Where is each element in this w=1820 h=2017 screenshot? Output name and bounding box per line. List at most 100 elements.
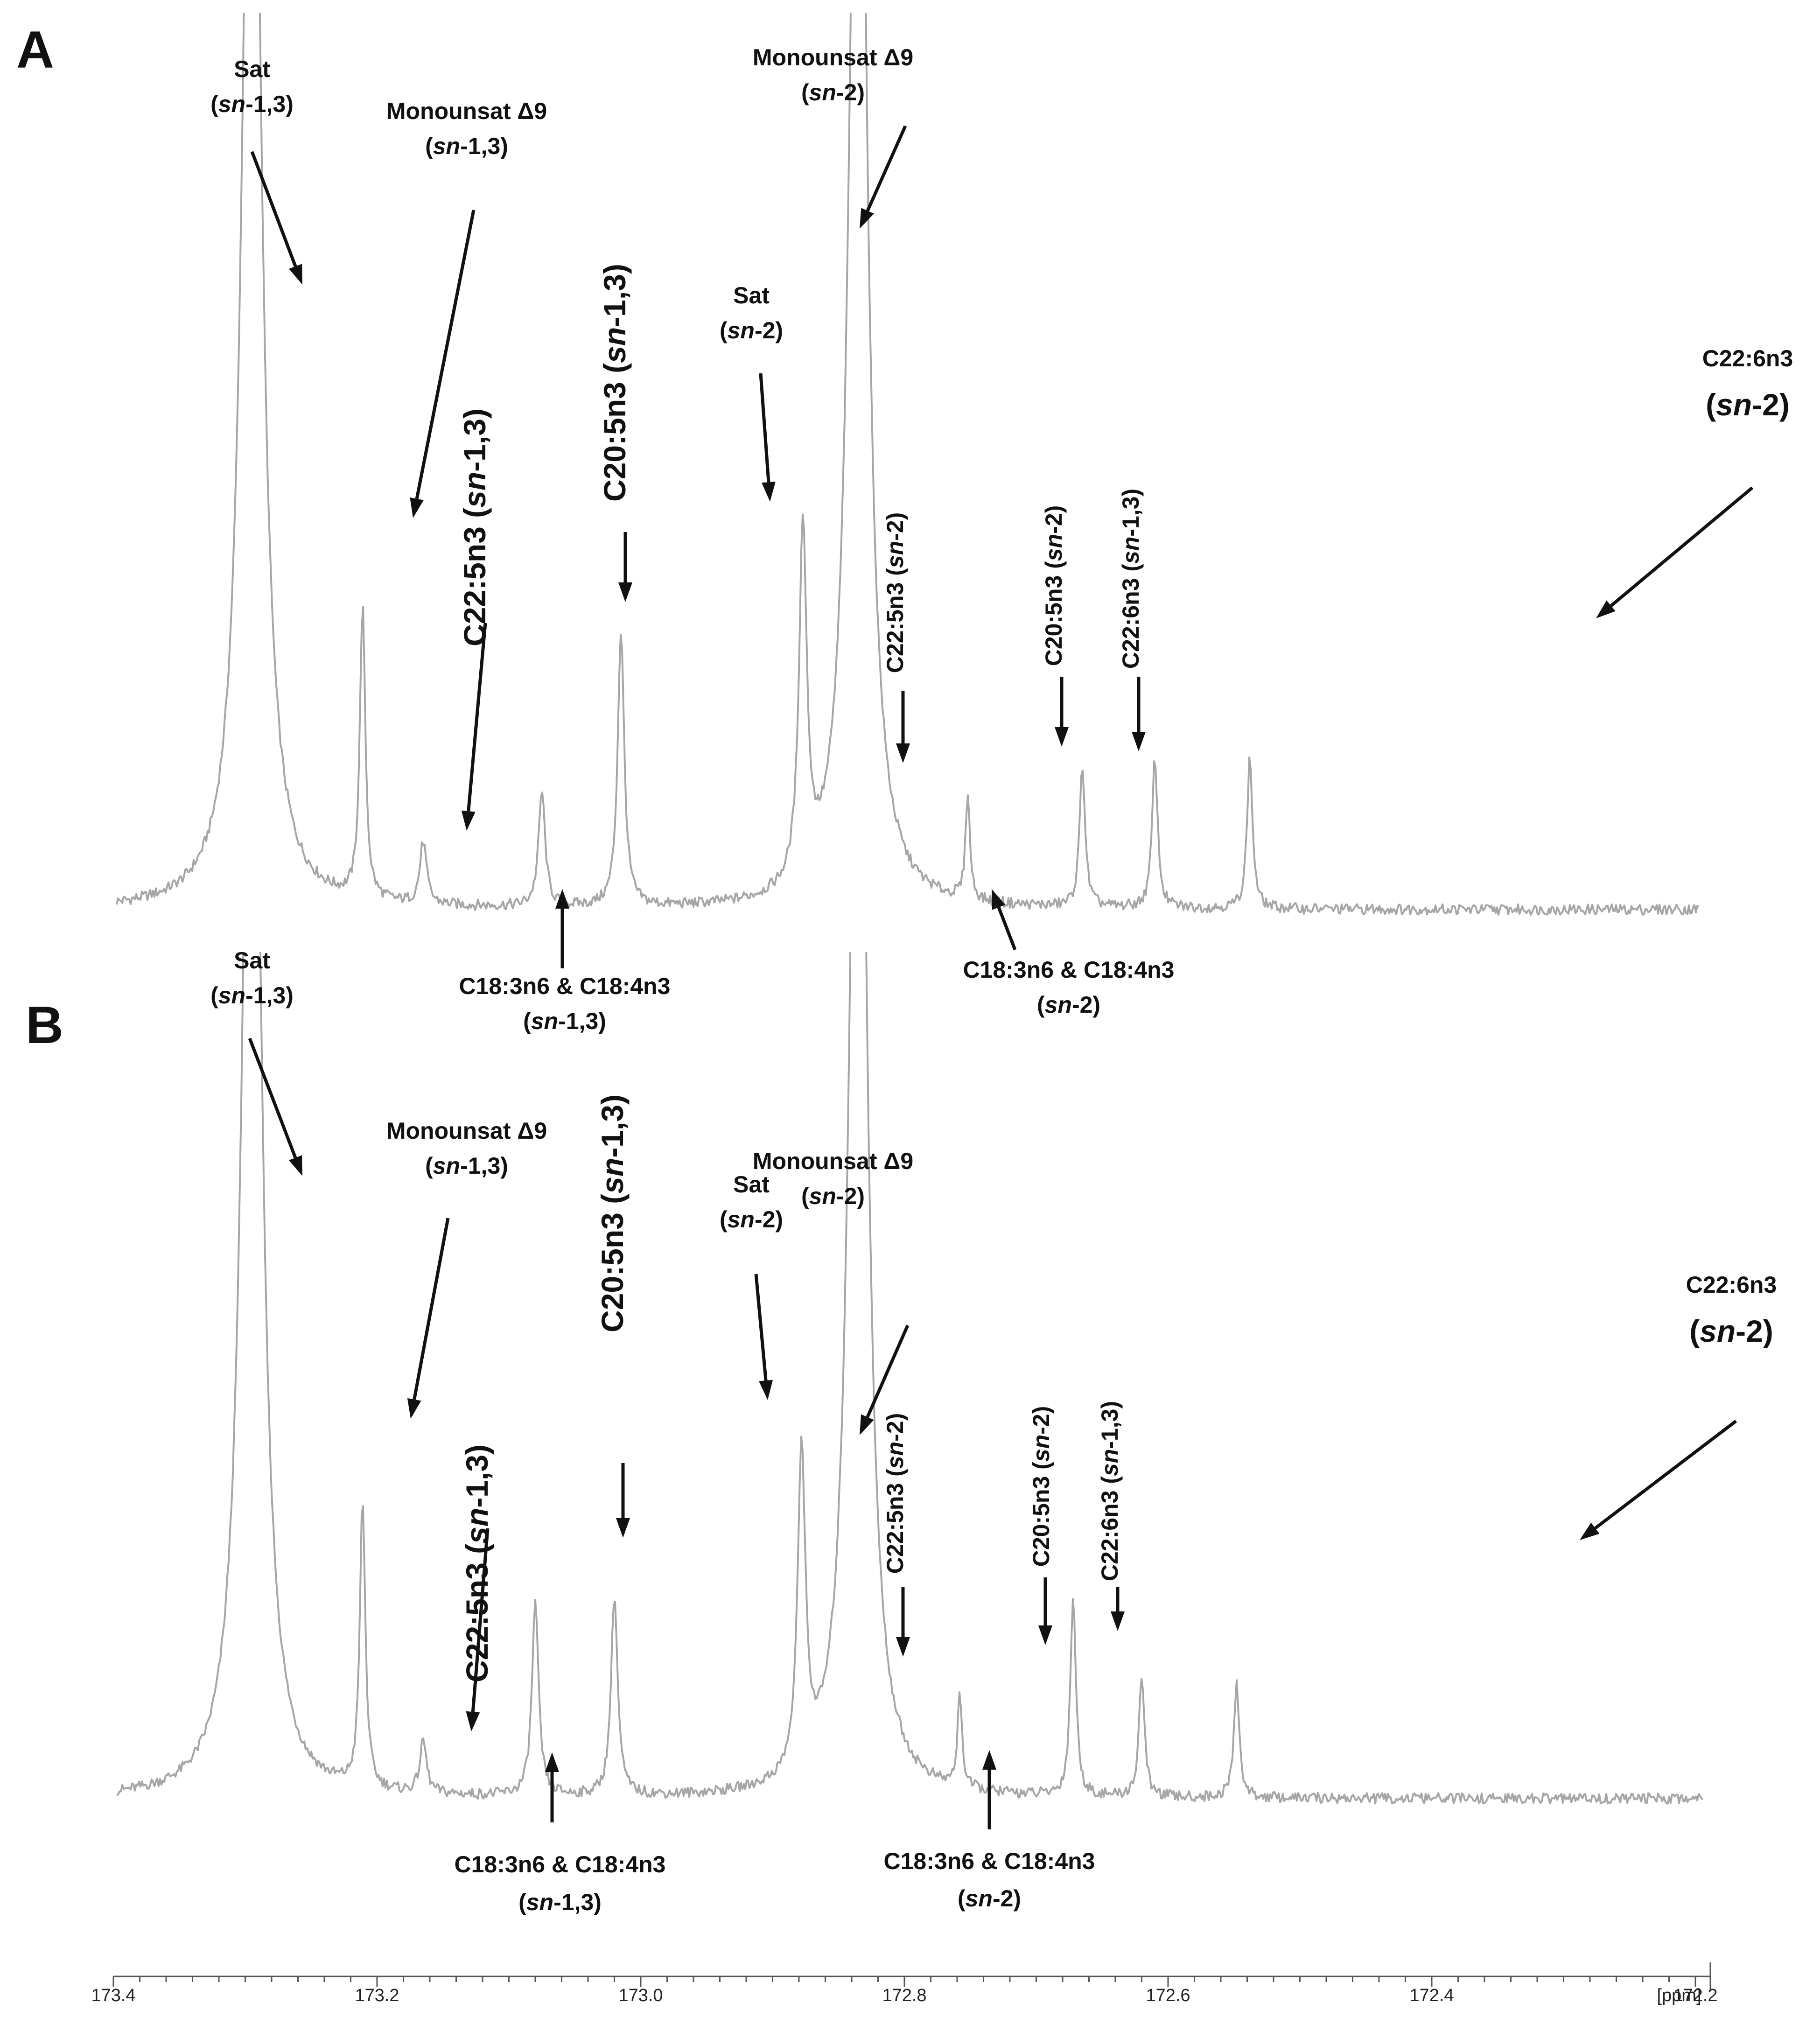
peak-9-annotation: C18:3n6 & C18:4n3 (sn-2) xyxy=(963,889,1175,1018)
spectrum-trace xyxy=(116,952,1704,1805)
peak-8-annotation: C22:5n3 (sn-2) xyxy=(882,512,910,763)
peak-10-label: C20:5n3 (sn-2) xyxy=(1041,505,1067,666)
peak-1-label: Sat xyxy=(234,56,270,82)
peak-2-arrow-shaft xyxy=(866,1324,910,1418)
peak-2-annotation: Monounsat Δ9 (sn-2) xyxy=(753,1148,913,1435)
peak-5-label: C18:3n6 & C18:4n3 xyxy=(455,1851,666,1877)
peak-6-label: C20:5n3 (sn-1,3) xyxy=(597,264,632,502)
peak-4-annotation: C22:5n3 (sn-1,3) xyxy=(460,1444,494,1731)
peak-8-label: C22:5n3 (sn-2) xyxy=(882,512,908,673)
peak-9-marker xyxy=(1073,1799,1074,1800)
peak-11-label: C22:6n3 (sn-1,3) xyxy=(1118,489,1144,669)
peak-2-arrow-shaft xyxy=(866,125,907,212)
peak-6-label: C20:5n3 (sn-1,3) xyxy=(595,1094,630,1332)
peak-8-arrow-head xyxy=(896,1637,910,1657)
peak-11-annotation: C22:6n3 (sn-1,3) xyxy=(1118,489,1146,751)
x-tick-label: 172.4 xyxy=(1409,1986,1454,2005)
peak-12-arrow-head xyxy=(1596,600,1616,618)
peak-4-arrow-shaft xyxy=(471,1528,490,1712)
peak-9-annotation: C18:3n6 & C18:4n3(sn-2) xyxy=(884,1750,1095,1912)
peak-11-arrow-head xyxy=(1111,1611,1125,1631)
peak-12-label: C22:6n3 xyxy=(1702,345,1793,371)
peak-7-annotation: Sat (sn-2) xyxy=(720,282,783,502)
peak-6-annotation: C20:5n3 (sn-1,3) xyxy=(595,1094,630,1538)
peak-2-arrow-head xyxy=(860,1414,874,1435)
peak-3-arrow-shaft xyxy=(415,210,476,499)
peak-3-arrow-head xyxy=(407,1398,421,1419)
peak-12-arrow-shaft xyxy=(1594,1420,1737,1530)
peak-1-label: (sn-1,3) xyxy=(210,91,294,117)
peak-7-label: Sat xyxy=(733,282,770,308)
peak-8-marker xyxy=(959,1799,960,1800)
peak-4-label: C22:5n3 (sn-1,3) xyxy=(457,408,492,646)
peak-10-label: C20:5n3 (sn-2) xyxy=(1028,1406,1054,1567)
peak-2-label: (sn-2) xyxy=(801,1183,865,1209)
peak-7-arrow-head xyxy=(759,1380,773,1400)
peak-3-label: (sn-1,3) xyxy=(425,133,508,159)
peak-4-arrow-head xyxy=(461,810,476,831)
peak-3-annotation: Monounsat Δ9(sn-1,3) xyxy=(386,98,547,518)
peak-3-marker xyxy=(362,1799,363,1800)
peak-2-annotation: Monounsat Δ9 (sn-2) xyxy=(753,44,913,229)
peak-3-annotation: Monounsat Δ9 (sn-1,3) xyxy=(386,1118,547,1419)
peak-7-label: (sn-2) xyxy=(720,317,783,343)
peak-10-annotation: C20:5n3 (sn-2) xyxy=(1028,1406,1054,1645)
peak-12-arrow-head xyxy=(1580,1522,1600,1540)
peak-1-arrow-shaft xyxy=(250,151,297,267)
peak-3-label: (sn-1,3) xyxy=(425,1153,508,1179)
peak-6-arrow-head xyxy=(618,582,632,602)
peak-8-annotation: C22:5n3 (sn-2) xyxy=(882,1413,910,1657)
peak-8-label: C22:5n3 (sn-2) xyxy=(882,1413,908,1574)
peak-3-arrow-head xyxy=(410,497,424,518)
peak-12-label: C22:6n3 xyxy=(1686,1272,1777,1298)
peak-2-label: (sn-2) xyxy=(801,79,865,105)
peak-4-arrow-shaft xyxy=(467,623,487,812)
peak-2-marker xyxy=(858,1799,859,1800)
peak-3-label: Monounsat Δ9 xyxy=(386,1118,547,1144)
peak-3-arrow-shaft xyxy=(413,1218,450,1400)
peak-5-arrow-head xyxy=(545,1752,559,1772)
peak-10-arrow-head xyxy=(1055,727,1069,747)
peak-7-annotation: Sat (sn-2) xyxy=(720,1171,783,1400)
peak-7-arrow-shaft xyxy=(759,373,770,483)
peak-9-label: C18:3n6 & C18:4n3 xyxy=(963,957,1175,983)
x-axis-label: [ppm] xyxy=(1657,1986,1701,2005)
peak-1-label: Sat xyxy=(234,947,270,973)
peak-9-label: C18:3n6 & C18:4n3 xyxy=(884,1848,1095,1874)
peak-5-arrow-head xyxy=(555,889,569,909)
peak-1-annotation: Sat(sn-1,3) xyxy=(210,947,302,1176)
x-tick-label: 172.6 xyxy=(1146,1986,1190,2005)
peak-1-arrow-head xyxy=(288,1155,302,1176)
peak-7-arrow-shaft xyxy=(754,1274,768,1381)
peak-7-arrow-head xyxy=(761,482,776,502)
peak-12-annotation: C22:6n3(sn-2) xyxy=(1580,1272,1777,1540)
x-tick-label: 172.2 xyxy=(1673,1986,1717,2005)
spectrum-trace xyxy=(116,13,1699,916)
peak-7-label: Sat xyxy=(733,1171,770,1198)
peak-7-label: (sn-2) xyxy=(720,1206,783,1233)
peak-2-label: Monounsat Δ9 xyxy=(753,1148,913,1174)
x-tick-label: 173.2 xyxy=(355,1986,399,2005)
peak-10-marker xyxy=(1141,1799,1142,1800)
peak-11-marker xyxy=(1236,1799,1237,1800)
x-axis: 173.4 173.2 173.0 172.8 172.6 172.4 172.2[ppm] xyxy=(91,1962,1718,2005)
x-tick-label: 173.4 xyxy=(91,1986,135,2005)
x-tick-label: 172.8 xyxy=(882,1986,926,2005)
peak-2-label: Monounsat Δ9 xyxy=(753,44,913,70)
peak-9-label: (sn-2) xyxy=(1037,992,1100,1018)
peak-6-marker xyxy=(614,1799,615,1800)
peak-2-arrow-head xyxy=(860,208,874,229)
peak-5-label: C18:3n6 & C18:4n3 xyxy=(459,973,671,999)
peak-5-label: (sn-1,3) xyxy=(523,1008,606,1034)
peak-4-annotation: C22:5n3 (sn-1,3) xyxy=(457,408,492,831)
peak-6-arrow-head xyxy=(616,1518,630,1538)
peak-4-arrow-head xyxy=(466,1711,480,1731)
peak-1-arrow-shaft xyxy=(248,1037,297,1159)
panel-label: B xyxy=(26,996,63,1054)
peak-11-arrow-head xyxy=(1132,732,1146,751)
peak-5-label: (sn-1,3) xyxy=(518,1889,602,1915)
peak-11-label: C22:6n3 (sn-1,3) xyxy=(1097,1401,1123,1581)
x-tick-label: 173.0 xyxy=(618,1986,663,2005)
